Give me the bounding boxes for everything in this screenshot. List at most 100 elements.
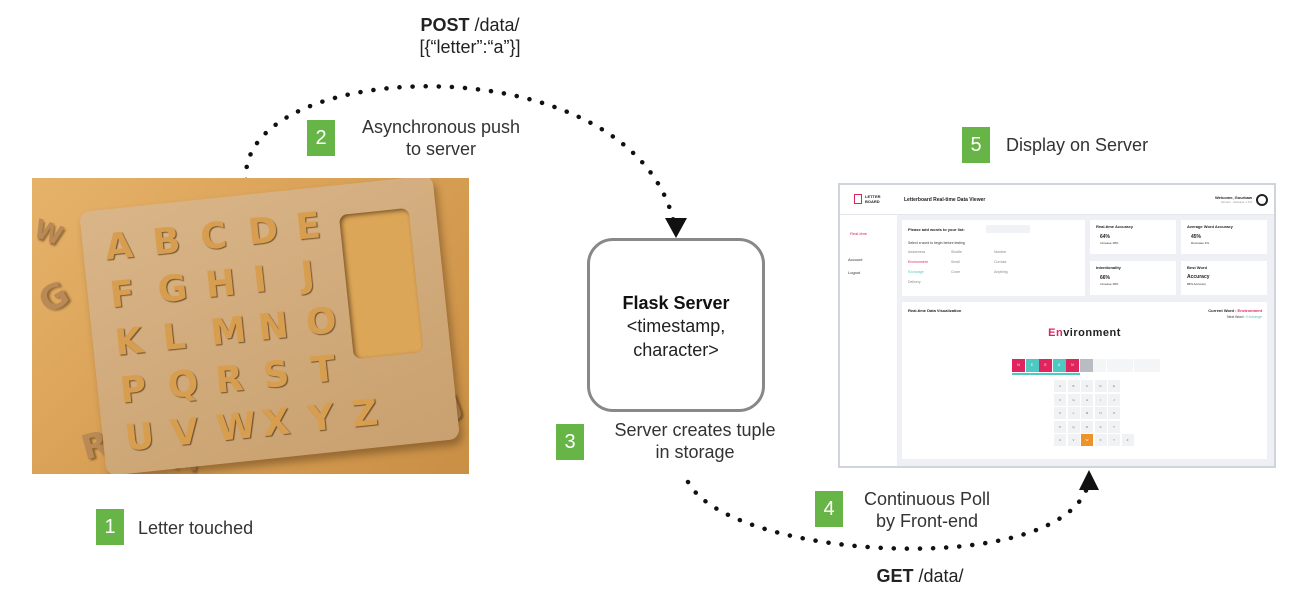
next-word-line: Next Word : Exchange [1142, 315, 1262, 320]
current-word-line: Current Word : Environment [1142, 308, 1262, 314]
avg-word-card: Average Word Accuracy 45% Decrease 3% [1181, 220, 1267, 254]
add-word-input[interactable] [986, 225, 1030, 233]
push-arrow-path [243, 84, 678, 231]
viz-title: Real-time Data Visualization [908, 308, 962, 313]
word-list-item[interactable]: Cover [951, 270, 961, 274]
dash-logo-icon [854, 194, 862, 204]
rt-accuracy-sub: Increase 18% [1100, 241, 1119, 245]
post-method: POST [420, 15, 470, 35]
step-4-label: Continuous Poll by Front-end [842, 488, 1012, 532]
word-list-card: Please add words to your list: Select a … [902, 220, 1085, 296]
grid-letter-v: V [1067, 434, 1080, 446]
dash-topbar: LETTER BOARD Letterboard Real-time Data … [840, 185, 1274, 215]
grid-letter-w: W [1081, 434, 1093, 446]
step-4-line2: by Front-end [875, 511, 979, 531]
board-letter-y: Y [305, 396, 337, 441]
server-line1: <timestamp, [626, 316, 726, 336]
board-letter-q: Q [165, 362, 201, 407]
word-display-first: En [1048, 327, 1064, 339]
board-letter-f: F [107, 273, 137, 317]
nav-account[interactable]: Account [848, 257, 863, 262]
board-letter-x: X [260, 401, 293, 446]
empty-letter-cell [1106, 359, 1120, 372]
board-letter-p: P [117, 368, 149, 412]
grid-letter-g: G [1067, 393, 1080, 406]
grid-letter-u: U [1054, 434, 1066, 446]
grid-letter-a: A [1054, 380, 1066, 392]
grid-letter-j: J [1108, 393, 1120, 406]
intent-value: 66% [1100, 275, 1111, 281]
best-word-card: Best Word Accuracy 88% Accuracy [1181, 261, 1267, 295]
empty-letter-cell [1079, 359, 1093, 372]
nav-logout[interactable]: Logout [848, 270, 861, 275]
grid-letter-t: T [1108, 420, 1120, 433]
post-path: /data/ [469, 15, 520, 35]
best-word-sub: 88% Accuracy [1187, 282, 1207, 286]
flask-server-box: Flask Server <timestamp, character> [587, 238, 765, 412]
grid-letter-o: O [1108, 407, 1120, 419]
word-list-item[interactable]: Shuttle [951, 250, 962, 254]
board-letter-k: K [112, 320, 145, 365]
word-display-rest: vironment [1063, 327, 1121, 339]
step-3-line2: in storage [655, 442, 735, 462]
word-list-item[interactable]: Small [951, 260, 960, 264]
best-word-title: Best Word [1187, 265, 1207, 270]
current-word-label: Current Word : [1208, 308, 1237, 313]
intent-sub: Increase 18% [1100, 282, 1119, 286]
step-2-line1: Asynchronous push [361, 117, 521, 137]
viz-card: Real-time Data Visualization Current Wor… [902, 302, 1267, 459]
grid-letter-f: F [1054, 393, 1066, 406]
dash-welcome: Welcome, Gourbaw [1214, 195, 1252, 200]
board-letter-z: Z [349, 392, 380, 436]
grid-letter-b: B [1067, 380, 1080, 392]
board-letter-a: A [102, 224, 135, 269]
typed-letter-cell: E [1025, 359, 1039, 372]
board-letter-i: I [251, 259, 269, 302]
step-2-label: Asynchronous push to server [336, 116, 546, 160]
typed-letter-cell: A [1052, 359, 1066, 372]
word-list-item[interactable]: Anything [994, 270, 1008, 274]
board-letter-b: B [150, 219, 183, 264]
empty-letter-cell [1093, 359, 1106, 372]
board-letter-w: W [214, 405, 259, 450]
board-letter-o: O [303, 300, 339, 345]
step-3-badge: 3 [556, 424, 584, 460]
add-words-label: Please add words to your list: [908, 227, 965, 232]
step-1-label: Letter touched [138, 518, 254, 538]
rt-accuracy-value: 64% [1100, 234, 1111, 240]
grid-letter-s: S [1094, 420, 1107, 433]
intent-title: Intentionality [1096, 265, 1121, 270]
word-list-item[interactable]: Corridor [994, 260, 1007, 264]
word-list-item[interactable]: Number [994, 250, 1007, 254]
board-letter-v: V [168, 411, 201, 455]
step-4-line1: Continuous Poll [863, 489, 991, 509]
word-display: Environment [1002, 327, 1167, 339]
select-word-label: Select a word to begin before testing [908, 241, 965, 245]
grid-letter-r: R [1081, 420, 1093, 433]
post-payload: [{“letter”:“a”}] [419, 37, 521, 57]
step-1-badge: 1 [96, 509, 124, 545]
grid-letter-k: K [1054, 407, 1066, 419]
grid-letter-e: E [1108, 380, 1120, 392]
board-letter-s: S [261, 353, 292, 397]
user-avatar-icon[interactable] [1256, 194, 1268, 206]
rt-accuracy-title: Real-time Accuracy [1096, 224, 1133, 229]
board-slot [338, 207, 424, 360]
step-4-badge: 4 [815, 491, 843, 527]
server-title: Flask Server [622, 293, 730, 313]
loose-letter: W [32, 213, 67, 253]
dash-welcome-sub: Version · Release 1.0.0 [1220, 200, 1252, 204]
grid-letter-p: P [1054, 420, 1066, 433]
word-list-item[interactable]: Environment [908, 260, 928, 264]
word-list-item[interactable]: Awareness [908, 250, 926, 254]
nav-realtime[interactable]: Real-time [850, 231, 868, 236]
typed-letter-cell: N [1012, 359, 1025, 372]
poll-arrow-path [685, 479, 1091, 551]
dash-sidebar: Real-time Account Logout [840, 215, 898, 466]
word-list-item[interactable]: Delivery [908, 280, 921, 284]
word-list-item[interactable]: Exchange [908, 270, 924, 274]
grid-letter-y: Y [1108, 434, 1120, 446]
board-letter-e: E [293, 205, 323, 249]
grid-letter-q: Q [1067, 420, 1080, 433]
